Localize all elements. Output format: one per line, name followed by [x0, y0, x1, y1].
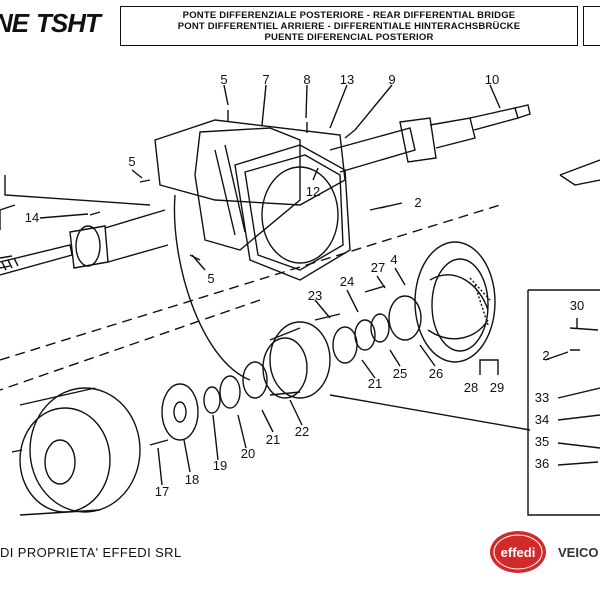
callout-21: 21 [368, 376, 382, 391]
callout-33: 33 [535, 390, 549, 405]
title-line-fr-de: PONT DIFFERENTIEL ARRIERE - DIFFERENTIAL… [177, 21, 521, 32]
callout-35: 35 [535, 434, 549, 449]
callout-7: 7 [262, 72, 269, 87]
section-line [329, 394, 531, 431]
dashed-axis [0, 204, 501, 361]
callout-10: 10 [485, 72, 499, 87]
ring-24 [370, 313, 390, 343]
page-ref-box [583, 6, 600, 46]
left-bracket-line [0, 175, 151, 230]
bearing-21b [242, 361, 268, 399]
washer-19 [203, 386, 221, 414]
callout-26: 26 [429, 366, 443, 381]
flange-18 [161, 383, 199, 441]
title-box: PONTE DIFFERENZIALE POSTERIORE - REAR DI… [120, 6, 578, 46]
callout-22: 22 [295, 424, 309, 439]
callout-5: 5 [220, 72, 227, 87]
callout-20: 20 [241, 446, 255, 461]
callout-25: 25 [393, 366, 407, 381]
callout-27: 27 [371, 260, 385, 275]
callout-2: 2 [542, 348, 549, 363]
callout-29: 29 [490, 380, 504, 395]
brand-tail: NE [0, 8, 29, 38]
callout-4: 4 [390, 252, 397, 267]
callout-12: 12 [306, 184, 320, 199]
title-line-it-en: PONTE DIFFERENZIALE POSTERIORE - REAR DI… [182, 10, 516, 21]
seal-25 [354, 319, 376, 351]
callout-13: 13 [340, 72, 354, 87]
bearing-21 [332, 326, 358, 364]
right-axle-tube [329, 104, 531, 173]
callout-5: 5 [128, 154, 135, 169]
screws [11, 110, 599, 453]
callout-8: 8 [303, 72, 310, 87]
nut-20 [219, 375, 241, 409]
effedi-logo: effedi [490, 531, 546, 573]
callout-18: 18 [185, 472, 199, 487]
callout-30: 30 [570, 298, 584, 313]
callout-21: 21 [266, 432, 280, 447]
callout-9: 9 [388, 72, 395, 87]
callout-36: 36 [535, 456, 549, 471]
title-line-es: PUENTE DIFERENCIAL POSTERIOR [264, 32, 434, 43]
model-name: TSHT 35 [36, 8, 101, 44]
logo-text: effedi [501, 545, 536, 560]
footer-ownership: DI PROPRIETA' EFFEDI SRL [0, 545, 182, 560]
callout-23: 23 [308, 288, 322, 303]
brake-drum [19, 387, 141, 516]
callout-28: 28 [464, 380, 478, 395]
callout-14: 14 [25, 210, 39, 225]
differential-housing [154, 119, 351, 281]
inset-box [527, 289, 600, 516]
callout-19: 19 [213, 458, 227, 473]
callout-2: 2 [414, 195, 421, 210]
dashed-axis-2 [0, 299, 261, 391]
brake-assembly [414, 241, 496, 363]
brand-logo: NE TSHT 35 [0, 8, 116, 44]
loop-line [173, 194, 251, 381]
wheel-hub-22 [262, 321, 331, 399]
callout-5: 5 [207, 271, 214, 286]
callout-24: 24 [340, 274, 354, 289]
callout-34: 34 [535, 412, 549, 427]
callout-17: 17 [155, 484, 169, 499]
inset-arrow [559, 159, 600, 186]
hub-seal-26 [388, 295, 422, 341]
footer-right-text: VEICO [558, 545, 599, 560]
left-axle-shaft [0, 209, 169, 276]
